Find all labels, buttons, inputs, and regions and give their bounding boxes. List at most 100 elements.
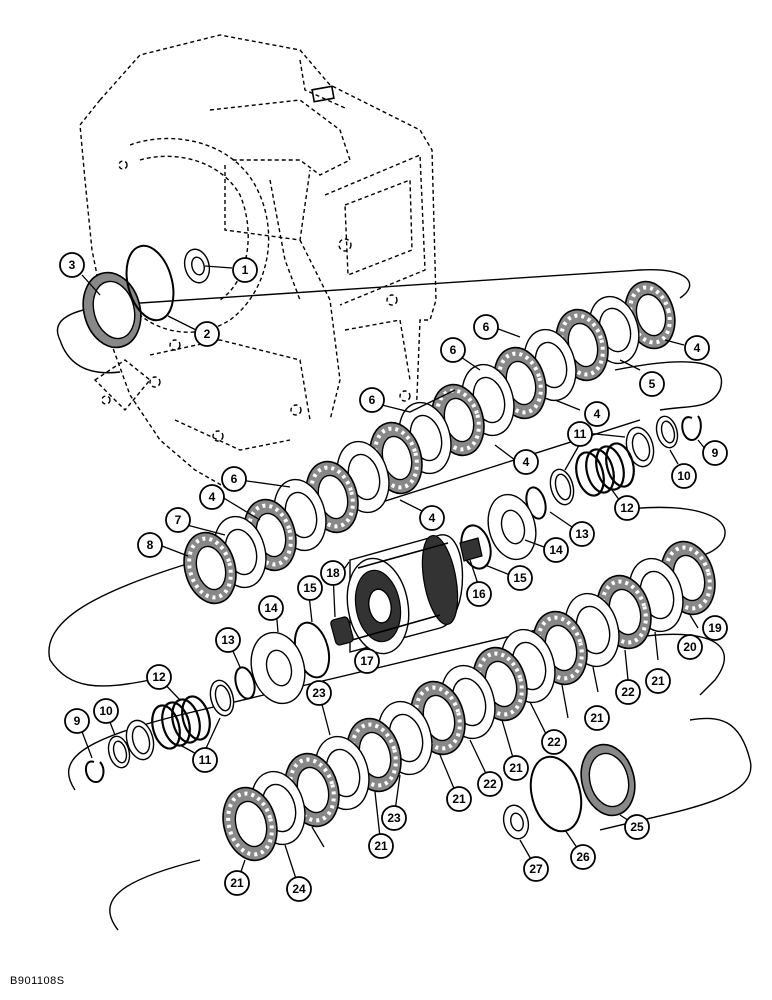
part-10-washer-lower xyxy=(107,735,131,769)
callout-22: 22 xyxy=(477,771,503,797)
callout-18-label: 18 xyxy=(326,566,340,580)
callout-13b-label: 13 xyxy=(221,633,235,647)
callout-12b-label: 12 xyxy=(152,670,166,684)
callout-11-label: 11 xyxy=(574,427,587,441)
part-11-ring-upper xyxy=(549,468,575,506)
callout-22c-label: 22 xyxy=(483,777,497,791)
callout-21e-label: 21 xyxy=(374,839,388,853)
callout-14-label: 14 xyxy=(549,543,563,557)
callout-7: 7 xyxy=(165,507,191,533)
part-11-retainer-upper xyxy=(625,426,655,468)
callout-3: 3 xyxy=(59,252,85,278)
callout-12: 12 xyxy=(614,495,640,521)
callout-8-label: 8 xyxy=(147,538,154,552)
callout-21-label: 21 xyxy=(651,674,665,688)
callout-6: 6 xyxy=(359,387,385,413)
part-16-bearing xyxy=(459,537,483,562)
callout-4d-label: 4 xyxy=(429,511,436,525)
lower-clutch-pack xyxy=(222,540,716,862)
part-11-retainer-lower xyxy=(125,719,155,761)
callout-2-label: 2 xyxy=(204,327,211,341)
part-8-friction-disc xyxy=(183,531,237,605)
callout-17-label: 17 xyxy=(360,654,374,668)
callout-15: 15 xyxy=(507,565,533,591)
callout-26: 26 xyxy=(570,844,596,870)
callout-11b-label: 11 xyxy=(199,753,212,767)
callout-27-label: 27 xyxy=(529,862,543,876)
callout-22b-label: 22 xyxy=(547,735,561,749)
callout-18: 18 xyxy=(320,560,346,586)
callout-14: 14 xyxy=(258,595,284,621)
callout-13-label: 13 xyxy=(575,527,589,541)
callout-4-label: 4 xyxy=(694,341,701,355)
part-11-ring-lower xyxy=(209,679,235,717)
callout-4e-label: 4 xyxy=(209,490,216,504)
callout-6-label: 6 xyxy=(483,320,490,334)
part-12-spring-lower xyxy=(151,695,211,750)
part-26-snap-ring xyxy=(529,755,583,833)
callout-21d-label: 21 xyxy=(452,792,466,806)
group-outlines xyxy=(48,269,752,931)
callout-19: 19 xyxy=(702,615,728,641)
callout-13: 13 xyxy=(569,521,595,547)
callout-10b-label: 10 xyxy=(99,704,113,718)
callout-15b-label: 15 xyxy=(303,581,317,595)
callout-6c-label: 6 xyxy=(369,393,376,407)
callout-12-label: 12 xyxy=(620,501,634,515)
upper-clutch-pack xyxy=(183,280,676,605)
callout-6: 6 xyxy=(221,466,247,492)
callout-3-label: 3 xyxy=(69,258,76,272)
part-14-piston-upper xyxy=(487,493,537,561)
callout-22: 22 xyxy=(615,679,641,705)
callout-23-label: 23 xyxy=(312,686,326,700)
callout-9: 9 xyxy=(702,440,728,466)
callout-11: 11 xyxy=(567,421,593,447)
callout-16: 16 xyxy=(466,581,492,607)
callout-26-label: 26 xyxy=(576,850,590,864)
callout-21: 21 xyxy=(446,786,472,812)
figure-code: B901108S xyxy=(10,975,65,987)
part-17-clutch-drum xyxy=(346,534,464,655)
callout-1-label: 1 xyxy=(242,263,249,277)
callout-4: 4 xyxy=(584,401,610,427)
callout-11: 11 xyxy=(192,747,218,773)
callout-22: 22 xyxy=(541,729,567,755)
callout-24-label: 24 xyxy=(292,882,306,896)
callout-15: 15 xyxy=(297,575,323,601)
callout-13: 13 xyxy=(215,627,241,653)
callout-14: 14 xyxy=(543,537,569,563)
callout-4: 4 xyxy=(419,505,445,531)
callout-9b-label: 9 xyxy=(74,714,81,728)
part-25-gear-ring xyxy=(580,743,636,817)
callout-25: 25 xyxy=(624,814,650,840)
part-21-friction-disc xyxy=(222,786,278,862)
callout-27: 27 xyxy=(523,856,549,882)
callout-23: 23 xyxy=(306,680,332,706)
callout-16-label: 16 xyxy=(472,587,486,601)
callout-2: 2 xyxy=(194,321,220,347)
part-10-washer-upper xyxy=(655,415,679,449)
callout-6d-label: 6 xyxy=(231,472,238,486)
callout-21c-label: 21 xyxy=(509,761,523,775)
part-18-needle-bearing xyxy=(330,616,354,646)
callout-4: 4 xyxy=(684,335,710,361)
callout-21g-label: 21 xyxy=(230,876,244,890)
callout-20-label: 20 xyxy=(683,640,697,654)
callout-21b-label: 21 xyxy=(590,711,604,725)
part-1-bearing xyxy=(183,248,211,284)
callout-4: 4 xyxy=(199,484,225,510)
callout-20: 20 xyxy=(677,634,703,660)
part-14-piston-lower xyxy=(250,631,306,705)
callout-5: 5 xyxy=(639,371,665,397)
callout-10-label: 10 xyxy=(677,469,691,483)
callout-bubbles: 1 2 3 4 5 6 6 4 4 6 4 6 4 6 4 7 8 9 10 1… xyxy=(59,252,728,902)
callout-4: 4 xyxy=(513,449,539,475)
callout-4c-label: 4 xyxy=(523,455,530,469)
part-9-snap-ring-lower xyxy=(85,760,105,784)
callout-4b-label: 4 xyxy=(594,407,601,421)
callout-23: 23 xyxy=(381,805,407,831)
callout-8: 8 xyxy=(137,532,163,558)
part-12-spring-upper xyxy=(575,442,635,497)
